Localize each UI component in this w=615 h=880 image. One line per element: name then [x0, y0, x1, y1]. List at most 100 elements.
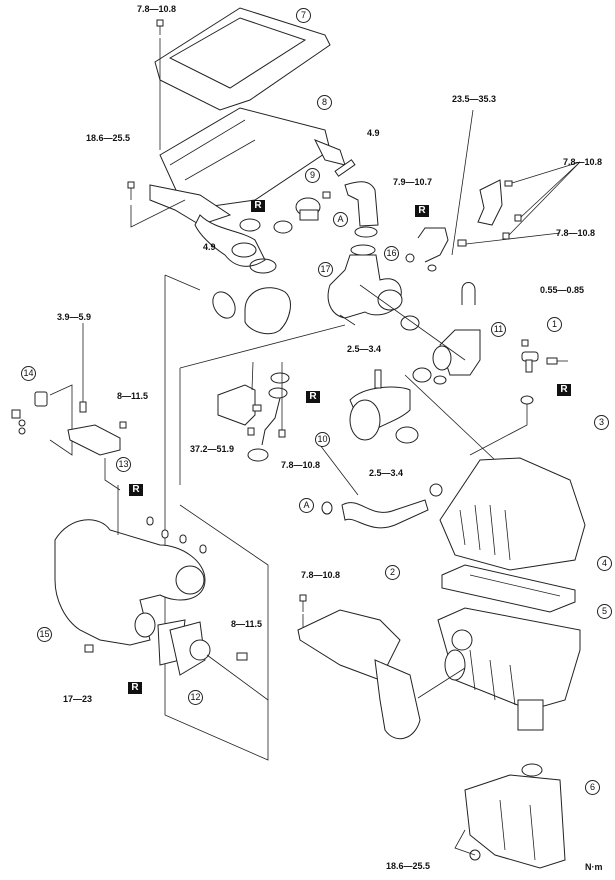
torque-label: 7.8—10.8	[301, 570, 341, 580]
torque-label: 7.8—10.8	[137, 4, 177, 14]
bolt-part	[514, 214, 522, 222]
screw-part	[521, 339, 529, 347]
valve-part	[295, 197, 321, 221]
clamp-part	[249, 258, 277, 274]
washer-part	[427, 264, 437, 272]
part-callout-16: 16	[384, 246, 399, 261]
clamp-part	[412, 367, 432, 383]
part-callout-17: 17	[318, 262, 333, 277]
torque-label: 2.5—3.4	[347, 344, 382, 354]
part-callout-4: 4	[597, 556, 612, 571]
breather-hose-part	[341, 499, 429, 529]
leader-line	[164, 275, 269, 761]
torque-label: 17—23	[63, 694, 93, 704]
part-callout-12: 12	[188, 690, 203, 705]
clamp-part	[212, 291, 236, 319]
o-ring-part	[520, 395, 534, 405]
torque-label: 23.5—35.3	[452, 94, 497, 104]
torque-label: 18.6—25.5	[386, 861, 431, 871]
gasket-part	[239, 218, 261, 232]
replace-mark: R	[251, 200, 265, 212]
torque-label: 18.6—25.5	[86, 133, 131, 143]
bolt-part	[236, 652, 248, 661]
bellows-hose-part	[349, 369, 411, 441]
solenoid-valve-part	[11, 391, 48, 435]
connection-mark-a: A	[333, 212, 348, 227]
clamp-part	[395, 426, 419, 444]
clamp-part	[429, 483, 443, 497]
bolt-part	[252, 404, 262, 412]
replace-mark: R	[129, 484, 143, 496]
bolt-part	[299, 594, 307, 612]
bolt-part	[278, 429, 286, 438]
oil-pipe-part	[261, 397, 281, 446]
connection-mark-a: A	[299, 498, 314, 513]
torque-label: 2.5—3.4	[369, 468, 404, 478]
replace-mark: R	[128, 682, 142, 694]
intake-manifold-part	[54, 519, 206, 646]
replace-mark: R	[415, 205, 429, 217]
bolt-part	[247, 427, 255, 436]
bolt-part	[502, 232, 510, 240]
intercooler-part	[149, 107, 346, 226]
torque-label: 7.8—10.8	[563, 157, 603, 167]
air-hose-part	[344, 181, 379, 227]
gasket-part	[146, 516, 154, 526]
torque-label: 8—11.5	[117, 391, 149, 401]
replace-mark: R	[306, 391, 320, 403]
torque-label: 0.55—0.85	[540, 285, 585, 295]
gasket-part	[247, 448, 269, 462]
air-filter-element-part	[441, 564, 576, 613]
replace-mark: R	[557, 384, 571, 396]
part-callout-2: 2	[385, 565, 400, 580]
bolt-part	[156, 19, 164, 35]
clamp-part	[334, 159, 356, 177]
bracket-part	[477, 179, 503, 226]
torque-label: 37.2—51.9	[190, 444, 235, 454]
air-cleaner-case-part	[437, 607, 581, 731]
bolt-part	[504, 180, 513, 187]
air-duct-part	[432, 329, 481, 385]
part-callout-11: 11	[491, 322, 506, 337]
torque-label: 3.9—5.9	[57, 312, 92, 322]
bolt-part	[79, 401, 87, 413]
bolt-part	[322, 191, 331, 199]
gasket-part	[199, 544, 207, 554]
washer-part	[405, 253, 415, 263]
torque-label: 4.9	[367, 128, 380, 138]
bracket-part	[217, 384, 256, 426]
bracket-part	[67, 424, 121, 456]
throttle-body-part	[169, 621, 211, 676]
clamp-part	[321, 501, 333, 515]
clamp-part	[400, 315, 420, 331]
maf-sensor-part	[521, 351, 568, 373]
torque-label: 4.9	[203, 242, 216, 252]
part-callout-10: 10	[315, 432, 330, 447]
intercooler-cover-part	[154, 7, 331, 111]
resonator-part	[464, 763, 566, 869]
air-cleaner-cover-part	[439, 457, 586, 571]
part-callout-6: 6	[585, 780, 600, 795]
air-duct-part	[297, 609, 421, 740]
air-hose-elbow-part	[244, 287, 291, 335]
bolt-part	[457, 239, 467, 247]
bolt-part	[84, 644, 94, 653]
unit-label: N·m	[585, 862, 603, 872]
part-callout-7: 7	[296, 8, 311, 23]
turbocharger-part	[327, 244, 403, 326]
hose-part	[461, 282, 476, 305]
part-callout-1: 1	[547, 317, 562, 332]
torque-label: 7.8—10.8	[281, 460, 321, 470]
part-callout-15: 15	[37, 627, 52, 642]
part-callout-8: 8	[317, 95, 332, 110]
oil-pipe-part	[417, 227, 449, 263]
part-callout-9: 9	[305, 168, 320, 183]
gasket-part	[268, 387, 288, 399]
torque-label: 7.9—10.7	[393, 177, 433, 187]
part-callout-3: 3	[594, 415, 609, 430]
gasket-part	[273, 220, 293, 234]
part-callout-13: 13	[116, 457, 131, 472]
bolt-part	[127, 181, 135, 200]
intercooler-outlet-duct	[194, 214, 266, 267]
